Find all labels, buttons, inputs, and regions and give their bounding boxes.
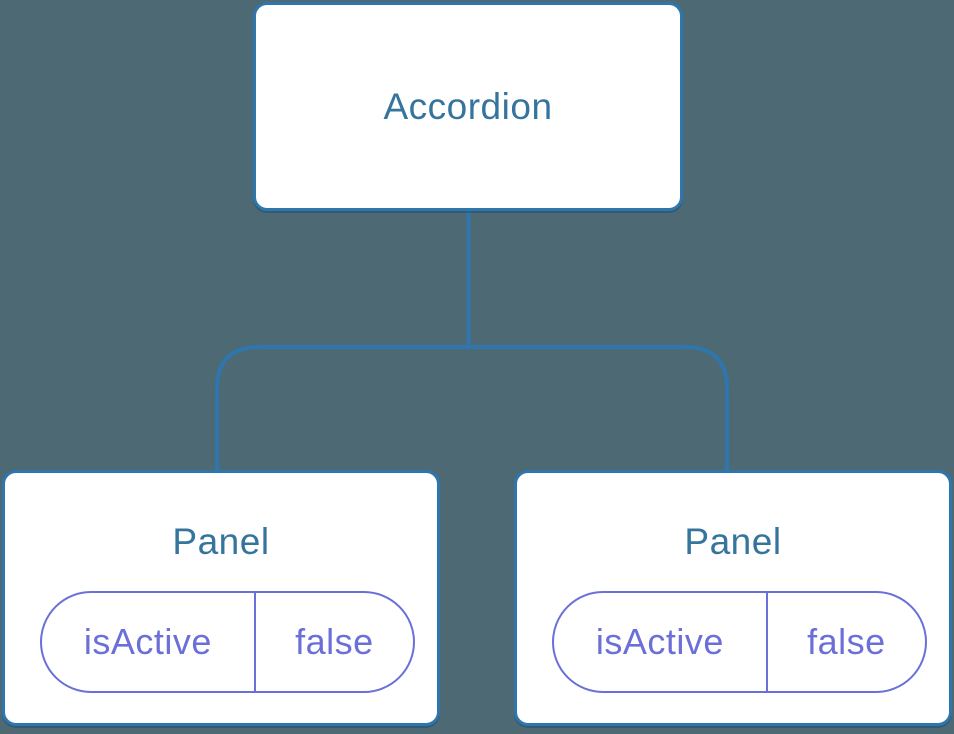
tree-node-panel-2: Panel isActive false — [514, 470, 952, 726]
tree-node-accordion: Accordion — [253, 2, 683, 211]
state-pill: isActive false — [552, 591, 927, 693]
branch-connector — [215, 345, 729, 471]
state-pill: isActive false — [40, 591, 415, 693]
state-name: isActive — [554, 593, 768, 691]
node-label: Panel — [684, 521, 782, 562]
tree-node-panel-1: Panel isActive false — [2, 470, 440, 726]
state-value: false — [295, 621, 374, 662]
node-label: Accordion — [383, 85, 553, 127]
state-name: isActive — [42, 593, 256, 691]
node-label: Panel — [172, 521, 270, 562]
state-value: false — [807, 621, 886, 662]
